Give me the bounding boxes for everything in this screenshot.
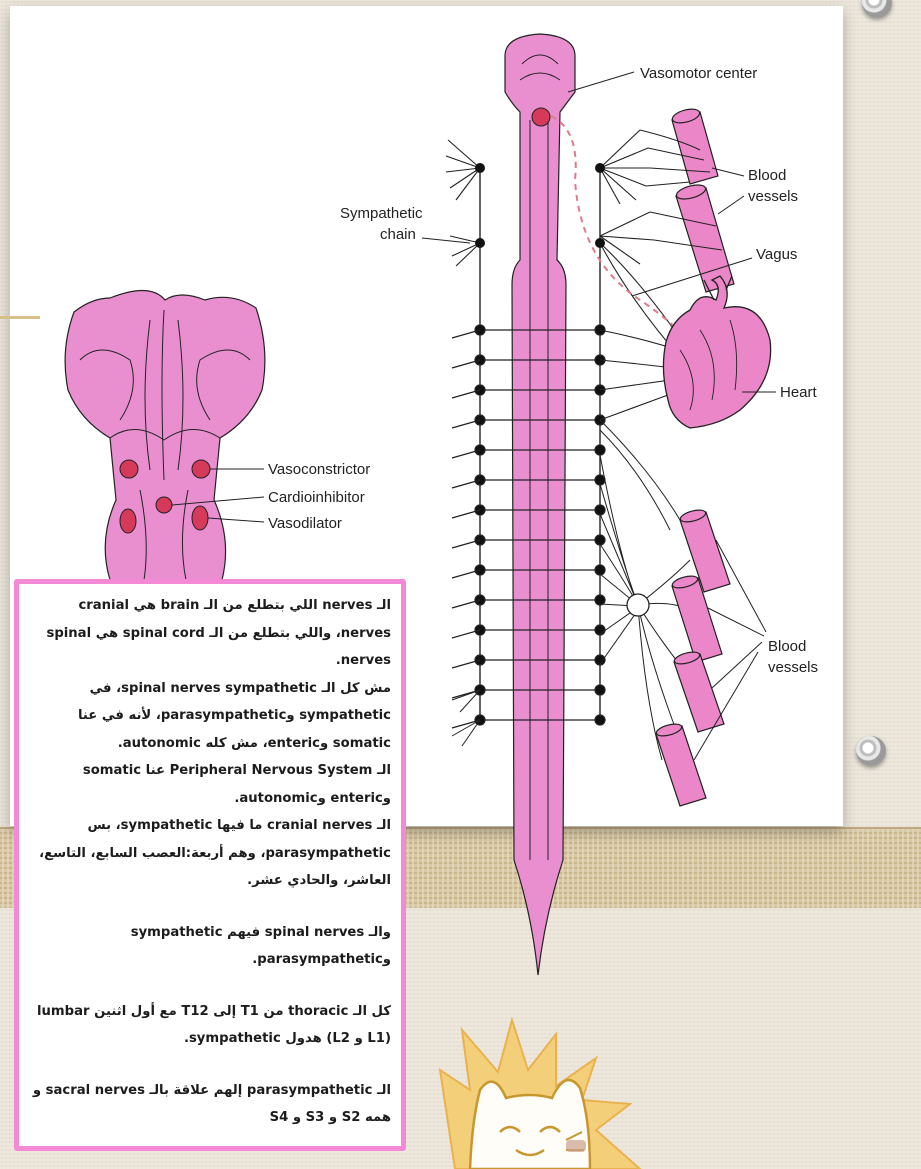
chain-ganglion <box>595 565 605 575</box>
chain-ganglion <box>595 535 605 545</box>
chain-ganglion <box>595 505 605 515</box>
left-nerve-branch <box>452 480 480 488</box>
label-cardioinhibitor: Cardioinhibitor <box>268 489 365 506</box>
label-blood-vessels-bottom-1: Blood <box>768 638 806 655</box>
left-nerve-branch <box>452 570 480 578</box>
left-nerve-branch <box>452 330 480 338</box>
left-nerve-branch <box>452 510 480 518</box>
left-nerve-branch <box>452 360 480 368</box>
note-paragraph-2: مش كل الـ spinal nerves sympathetic، في … <box>27 675 391 758</box>
vasomotor-center-nucleus <box>532 108 550 126</box>
heart-shape <box>663 276 770 428</box>
blood-vessel-bottom-4 <box>656 726 706 806</box>
left-nerve-branch <box>452 540 480 548</box>
brainstem-spinal-cord <box>505 34 575 975</box>
vagus-dashed-path <box>551 116 692 344</box>
chain-ganglion <box>595 685 605 695</box>
vasodilator-nucleus <box>120 509 136 533</box>
chain-ganglion <box>595 715 605 725</box>
chain-ganglion <box>595 595 605 605</box>
left-nerve-branch <box>452 630 480 638</box>
blood-vessel-top-2 <box>676 188 734 292</box>
note-paragraph-1: الـ nerves اللي بتطلع من الـ brain هي cr… <box>27 592 391 675</box>
brainstem-inset <box>65 290 265 580</box>
label-vasoconstrictor: Vasoconstrictor <box>268 461 370 478</box>
label-vagus: Vagus <box>756 246 797 263</box>
label-blood-vessels-top-2: vessels <box>748 188 798 205</box>
vasodilator-nucleus-right <box>192 506 208 530</box>
note-paragraph-7: الـ parasympathetic إلهم علاقة بالـ sacr… <box>27 1077 391 1132</box>
chain-ganglion <box>595 475 605 485</box>
notes-box: الـ nerves اللي بتطلع من الـ brain هي cr… <box>14 579 406 1151</box>
left-nerve-branch <box>452 660 480 668</box>
label-vasomotor-center: Vasomotor center <box>640 65 757 82</box>
left-nerve-branch <box>452 390 480 398</box>
left-nerve-branch <box>452 450 480 458</box>
note-paragraph-4: الـ cranial nerves ما فيها sympathetic، … <box>27 812 391 895</box>
blood-vessel-bottom-3 <box>674 654 724 732</box>
note-paragraph-6: كل الـ thoracic من T1 إلى T12 مع أول اثن… <box>27 998 391 1053</box>
label-sympathetic-chain-2: chain <box>380 226 416 243</box>
label-vasodilator: Vasodilator <box>268 515 342 532</box>
chain-ganglion <box>595 445 605 455</box>
cardioinhibitor-nucleus <box>156 497 172 513</box>
vasoconstrictor-nucleus <box>120 460 138 478</box>
blood-vessel-bottom-2 <box>672 578 722 662</box>
note-paragraph-3: الـ Peripheral Nervous System عنا somati… <box>27 757 391 812</box>
left-nerve-branch <box>452 600 480 608</box>
left-nerve-branch <box>452 420 480 428</box>
label-blood-vessels-top-1: Blood <box>748 167 786 184</box>
prevertebral-ganglion <box>627 594 649 616</box>
label-heart: Heart <box>780 384 818 401</box>
vasoconstrictor-nucleus-right <box>192 460 210 478</box>
note-paragraph-5: والـ spinal nerves فيهم sympathetic وpar… <box>27 919 391 974</box>
label-sympathetic-chain-1: Sympathetic <box>340 205 423 222</box>
label-blood-vessels-bottom-2: vessels <box>768 659 818 676</box>
